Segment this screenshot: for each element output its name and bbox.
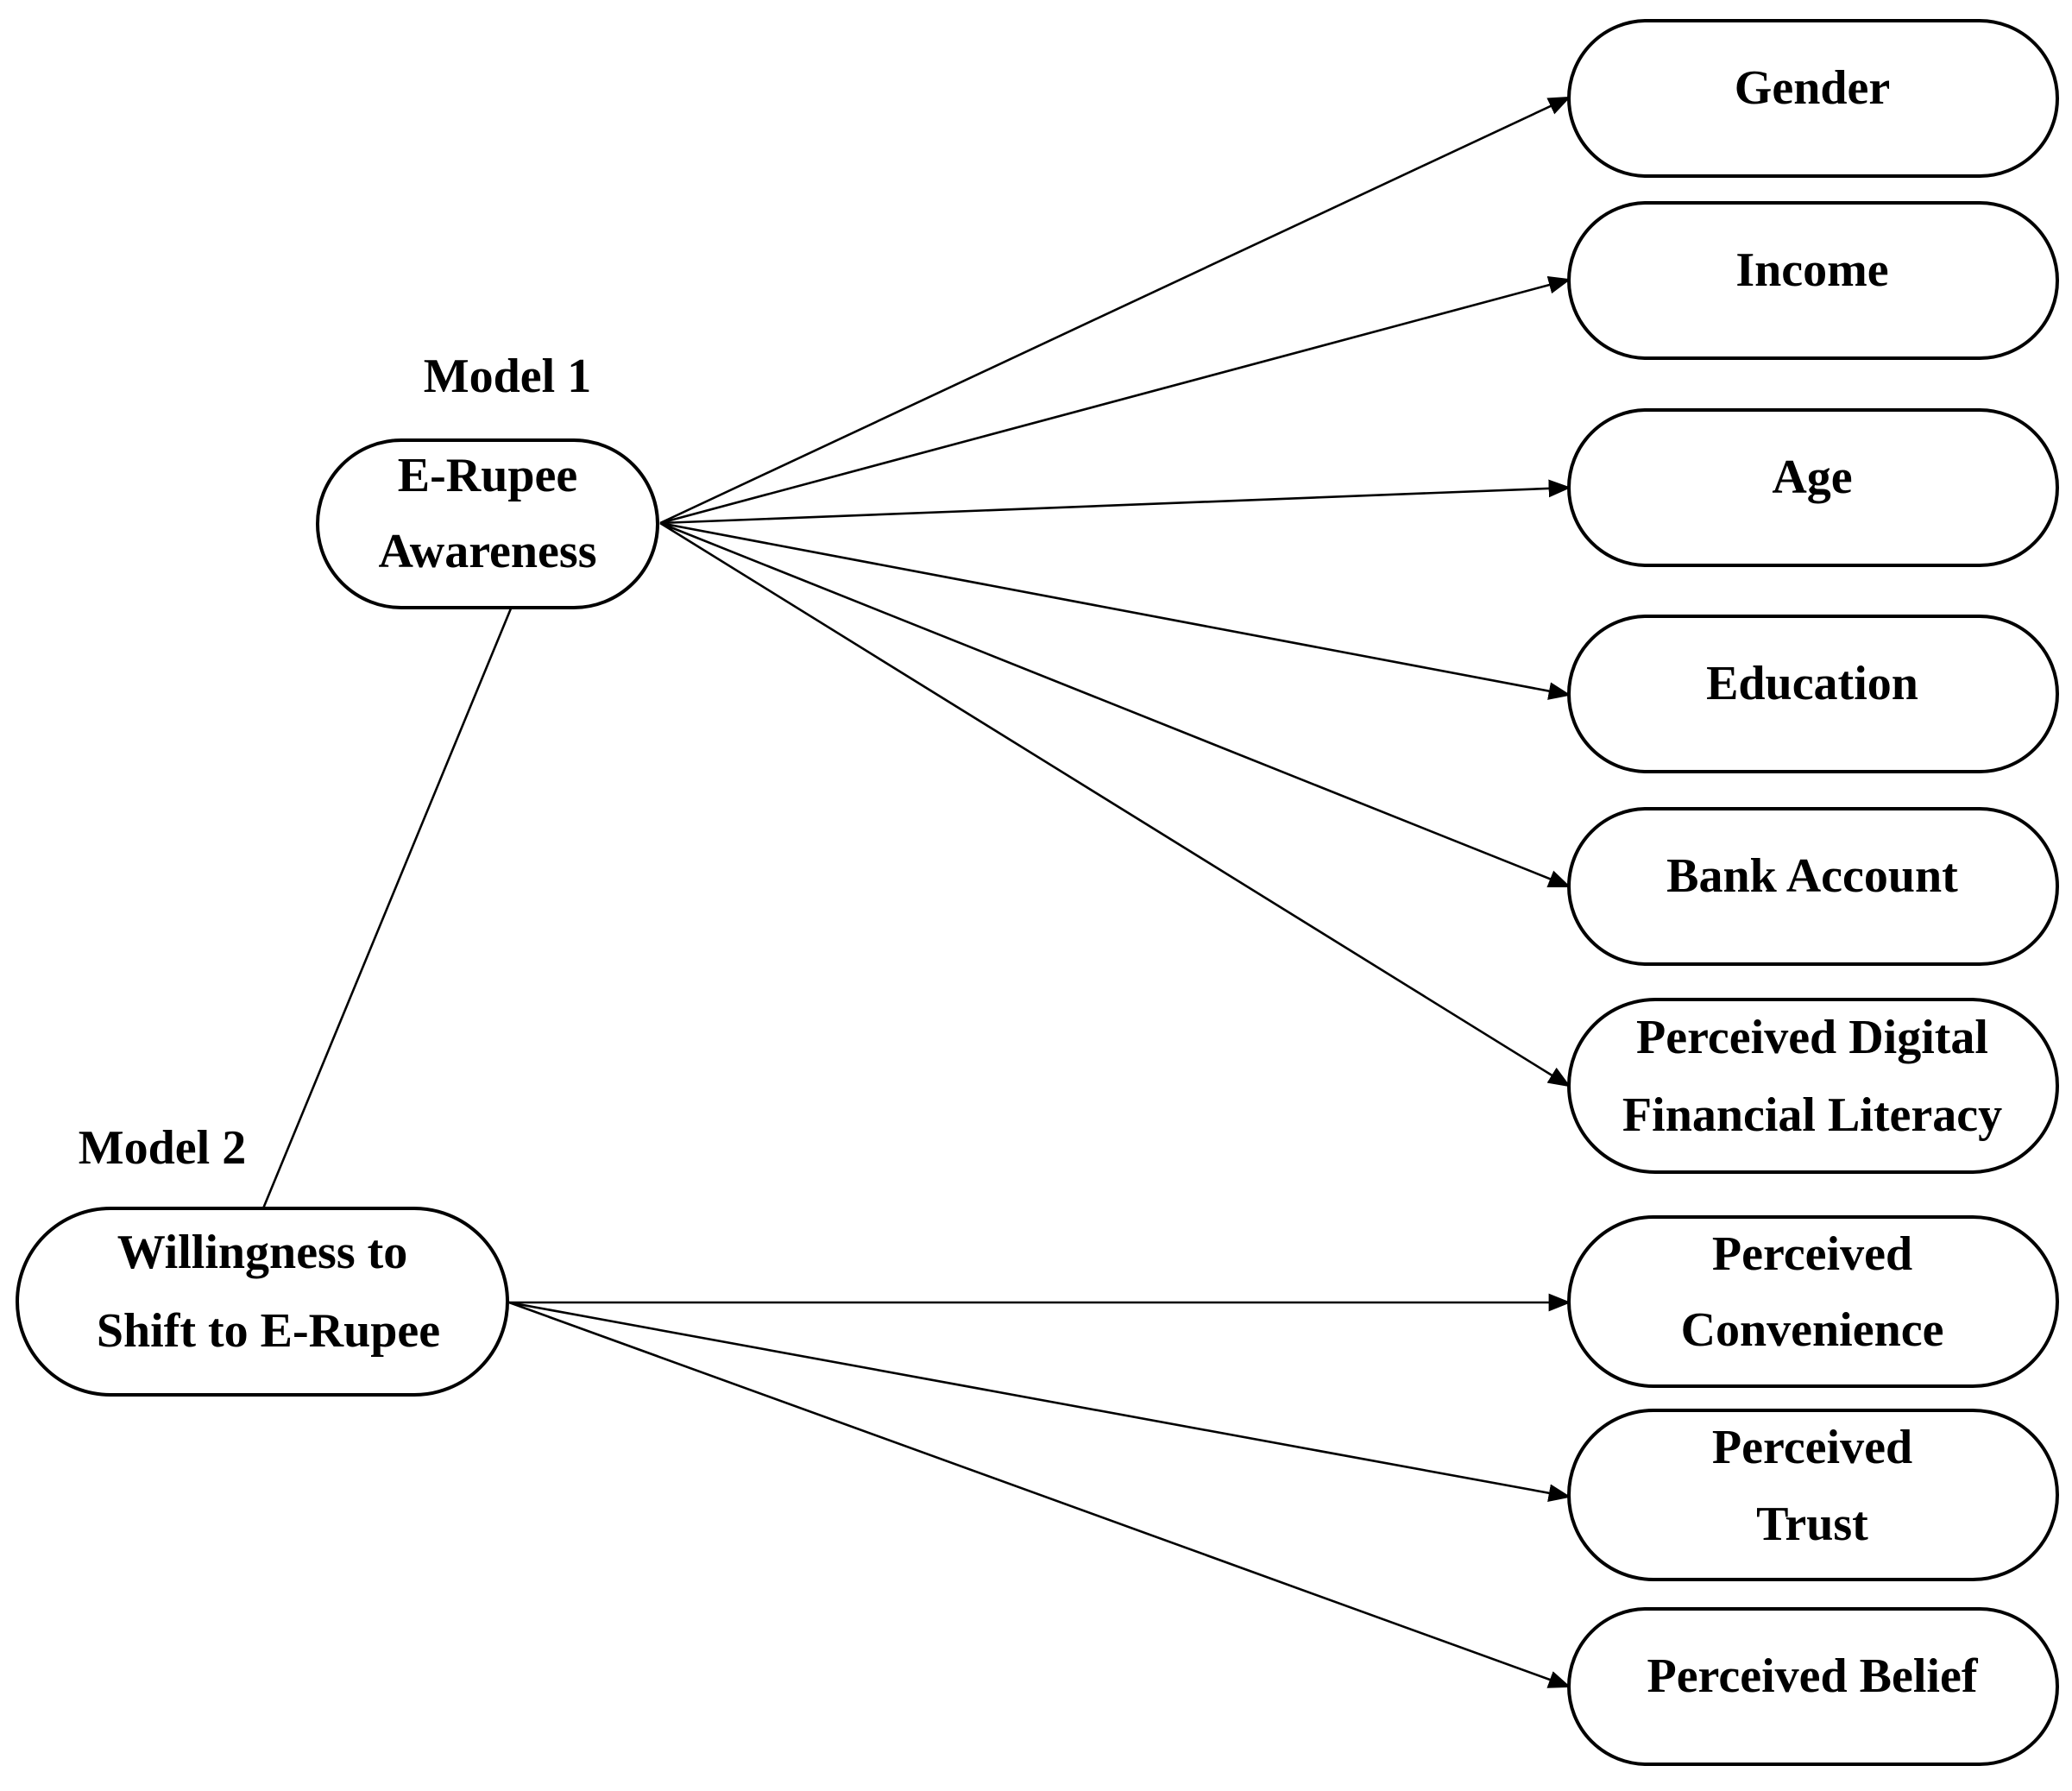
age-node: Age xyxy=(1567,408,2059,567)
model2-arrow-3 xyxy=(508,1301,1571,1688)
perceived-digital-financial-literacy-label-line-1: Perceived Digital xyxy=(1636,1011,1988,1064)
willingness-to-shift-node: Willingness to Shift to E-Rupee xyxy=(16,1207,509,1397)
model1-arrow-2 xyxy=(659,276,1571,525)
model-connector-line xyxy=(261,608,513,1209)
perceived-trust-label-line-2: Trust xyxy=(1756,1498,1868,1551)
e-rupee-awareness-node: E-Rupee Awareness xyxy=(316,438,659,609)
edge-layer xyxy=(508,96,1571,1688)
age-label: Age xyxy=(1772,451,1852,504)
perceived-belief-label: Perceived Belief xyxy=(1647,1649,1978,1703)
model2-arrow-2 xyxy=(508,1301,1571,1503)
model-2-heading: Model 2 xyxy=(79,1121,246,1175)
e-rupee-awareness-label-line-1: E-Rupee xyxy=(398,449,577,502)
perceived-trust-node: Perceived Trust xyxy=(1567,1409,2059,1581)
perceived-convenience-node: Perceived Convenience xyxy=(1567,1215,2059,1388)
perceived-trust-label-line-1: Perceived xyxy=(1712,1421,1912,1474)
perceived-belief-node: Perceived Belief xyxy=(1567,1607,2059,1766)
bank-account-node: Bank Account xyxy=(1567,807,2059,966)
model1-arrow-3 xyxy=(659,479,1571,525)
perceived-digital-financial-literacy-node: Perceived Digital Financial Literacy xyxy=(1567,998,2059,1174)
gender-node: Gender xyxy=(1567,19,2059,178)
model1-arrow-6 xyxy=(659,521,1571,1088)
model-1-heading: Model 1 xyxy=(424,350,591,403)
gender-label: Gender xyxy=(1735,61,1890,115)
education-node: Education xyxy=(1567,615,2059,773)
education-label: Education xyxy=(1706,657,1918,710)
model1-arrow-5 xyxy=(659,521,1571,888)
model1-arrow-4 xyxy=(659,521,1571,700)
willingness-to-shift-label-line-2: Shift to E-Rupee xyxy=(97,1304,440,1358)
income-node: Income xyxy=(1567,201,2059,360)
bank-account-label: Bank Account xyxy=(1666,849,1958,903)
e-rupee-awareness-label-line-2: Awareness xyxy=(378,525,596,578)
perceived-digital-financial-literacy-label-line-2: Financial Literacy xyxy=(1622,1088,2002,1142)
perceived-convenience-label-line-1: Perceived xyxy=(1712,1227,1912,1281)
income-label: Income xyxy=(1735,243,1888,297)
willingness-to-shift-label-line-1: Willingness to xyxy=(117,1226,408,1279)
perceived-convenience-label-line-2: Convenience xyxy=(1681,1303,1944,1357)
model1-arrow-1 xyxy=(659,96,1571,525)
